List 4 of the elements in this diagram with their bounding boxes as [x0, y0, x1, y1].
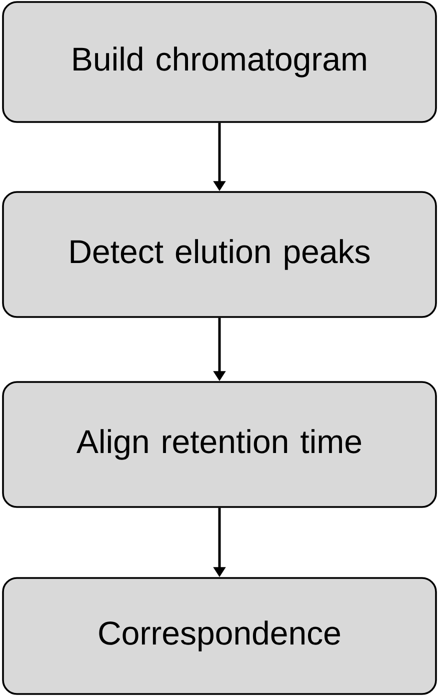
process-box: Correspondence: [2, 577, 437, 695]
process-box: Align retention time: [2, 381, 437, 508]
process-box: Build chromatogram: [2, 1, 437, 123]
process-box: Detect elution peaks: [2, 191, 437, 318]
